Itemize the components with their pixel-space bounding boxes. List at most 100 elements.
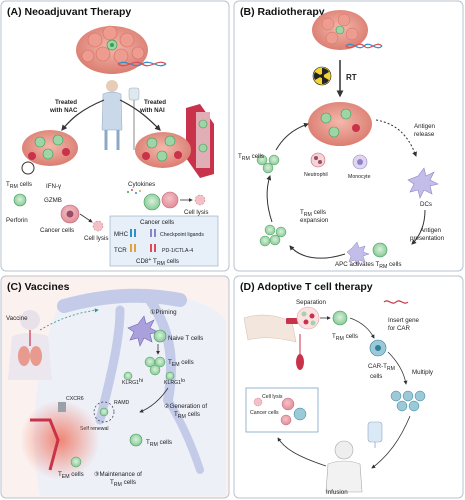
- trm-cell-d: [332, 310, 348, 326]
- label-checkpoint: Checkpoint ligands: [160, 232, 204, 238]
- blood-vial: [296, 354, 304, 370]
- label-cxcr6: CXCR6: [66, 396, 84, 402]
- tumor-mass-a: [76, 25, 148, 74]
- label-car-trm: CAR-TRM cells: [368, 363, 397, 380]
- klrg1-lo-cell: [165, 371, 175, 381]
- label-dcs: DCs: [420, 201, 432, 208]
- dendritic-cell-b: [407, 167, 439, 199]
- tumor-irradiated: [308, 102, 372, 146]
- receptor-inset: [109, 215, 219, 267]
- label-cytokines: Cytokines: [128, 181, 155, 188]
- separation-dish: [296, 306, 320, 330]
- arrow-antigen-presentation: [411, 209, 426, 245]
- label-antigen-release: Antigen release: [414, 123, 437, 138]
- infusion-bag: [367, 421, 383, 448]
- immune-synapse: [143, 191, 179, 211]
- arrow-trm-to-tumor: [275, 122, 309, 151]
- label-generation: ②Generation of TRM cells: [164, 403, 209, 420]
- monocyte: [352, 154, 368, 170]
- label-maintenance: ③Maintenance of TRM cells: [94, 471, 144, 488]
- tem-cell-maintenance: [70, 456, 82, 468]
- cytokine-dots: [127, 189, 141, 194]
- arrow-to-nac: [61, 99, 105, 131]
- trm-cell-c: [129, 433, 143, 447]
- label-cancer-cells-a: Cancer cells: [40, 227, 74, 234]
- label-infusion: Infusion: [326, 489, 348, 496]
- klrg1-hi-cell: [123, 371, 133, 381]
- trm-cluster-b: [256, 154, 280, 174]
- arrow-antigen-release: [375, 119, 417, 157]
- vaccine-person: [8, 310, 52, 380]
- arrow-to-nai: [119, 99, 161, 131]
- label-antigen-presentation: Antigen presentation: [410, 227, 445, 242]
- dna-helix-a: [117, 61, 167, 67]
- apc-complex: [346, 241, 388, 267]
- label-trm-a: TRM cells: [6, 181, 32, 190]
- blood-tube: [286, 318, 298, 324]
- label-insert-gene: Insert gene for CAR: [388, 317, 421, 332]
- trm-expansion-cluster: [259, 224, 287, 247]
- airway-branch-3: [164, 396, 204, 474]
- arrow-expansion-to-trm: [266, 175, 273, 223]
- vessel-c: [30, 418, 60, 471]
- label-treated-nac: Treated with NAC: [49, 99, 79, 114]
- patient-figure: [101, 80, 140, 150]
- label-treated-nai: Treated with NAI: [139, 99, 168, 114]
- label-monocyte: Monocyte: [348, 174, 371, 180]
- tumor-mass-b: [312, 10, 368, 50]
- patient-d: [325, 440, 363, 493]
- label-tcr: TCR: [114, 247, 127, 254]
- car-trm-multiplied: [390, 390, 426, 412]
- car-trm-cell: [369, 339, 387, 357]
- label-neutrophil: Neutrophil: [304, 172, 328, 178]
- cancer-cells-d: [253, 397, 307, 426]
- arm: [243, 314, 297, 343]
- radiation-icon: [312, 66, 332, 86]
- label-separation: Separation: [296, 299, 326, 306]
- label-klrg1-lo: KLRG1lo: [164, 378, 185, 386]
- receptor-block-c: [58, 402, 66, 412]
- airway-branch-2: [95, 305, 125, 425]
- label-trm-d: TRM cells: [332, 333, 358, 342]
- arrow-apc-to-expansion: [289, 245, 346, 259]
- label-multiply: Multiply: [412, 369, 434, 376]
- label-tem-c: TEM cells: [168, 359, 194, 368]
- panel-a-title: (A) Neoadjuvant Therapy: [7, 6, 131, 18]
- self-renewal-loop: [93, 401, 115, 423]
- tumor-nai: [135, 132, 191, 168]
- label-tem-maintenance: TEM cells: [58, 471, 84, 480]
- arrow-lysis-a: [79, 213, 93, 223]
- label-perforin: Perforin: [6, 217, 28, 224]
- label-rt: RT: [346, 73, 357, 82]
- dc-priming: [127, 315, 159, 347]
- label-cell-lysis-b: Cell lysis: [184, 209, 208, 216]
- cancer-cell-nac: [60, 204, 80, 224]
- arrow-vaccine-path: [39, 308, 99, 331]
- label-cancer-cells-d: Cancer cells: [250, 410, 279, 416]
- label-ifn: IFN-γ: [46, 183, 62, 190]
- label-pd1: PD-1/CTLA-4: [162, 248, 193, 254]
- label-trm-expansion: TRM cells expansion: [300, 209, 329, 224]
- airway-main: [57, 288, 187, 313]
- label-cell-lysis-a: Cell lysis: [84, 235, 108, 242]
- label-vaccine: Vaccine: [6, 315, 28, 322]
- receptors: [130, 229, 156, 252]
- blood-vessel: [186, 104, 214, 178]
- lysed-cell-a: [92, 220, 104, 232]
- label-mhc: MHC: [114, 231, 129, 238]
- panel-c-title: (C) Vaccines: [7, 281, 70, 293]
- label-cell-lysis-d: Cell lysis: [262, 394, 283, 400]
- lysed-cell-b: [194, 194, 206, 206]
- neutrophil: [310, 152, 326, 168]
- label-naive: Naive T cells: [168, 335, 203, 342]
- label-trm-c: TRM cells: [146, 439, 172, 448]
- label-gzmb: GZMB: [44, 197, 62, 204]
- tumor-nac: [21, 130, 78, 175]
- panel-b-title: (B) Radiotherapy: [240, 6, 325, 18]
- label-priming: ①Priming: [150, 309, 177, 316]
- panel-d-title: (D) Adoptive T cell therapy: [240, 281, 373, 293]
- label-trm-b: TRM cells: [238, 153, 264, 162]
- naive-t-cell: [153, 329, 167, 343]
